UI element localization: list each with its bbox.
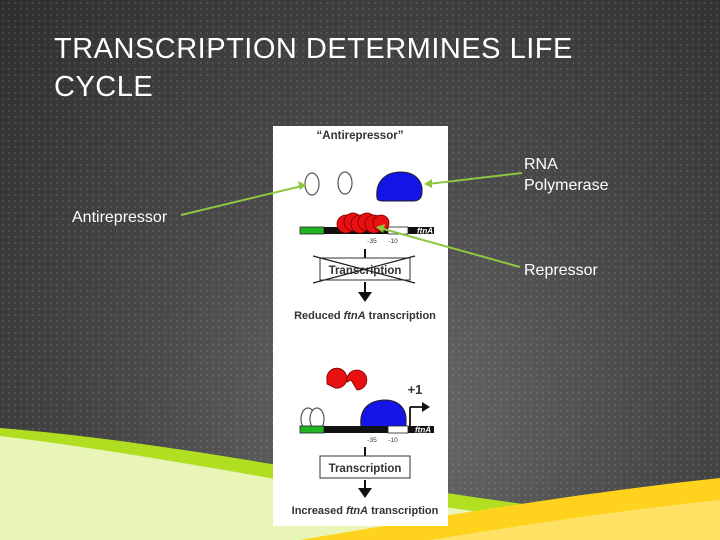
rna-polymerase-top <box>377 172 422 201</box>
callout-rna-polymerase-line1: RNA <box>524 154 608 175</box>
minus10-top: -10 <box>388 238 398 245</box>
repressor-released-2 <box>347 370 367 390</box>
flow-arrowhead-top <box>358 292 372 302</box>
antirepressor-oval-2 <box>338 172 352 194</box>
flow-arrowhead-bottom <box>358 488 372 498</box>
repressor-top-6 <box>373 215 389 231</box>
tss-arrowhead <box>422 402 430 412</box>
plus-one-label: +1 <box>408 382 423 397</box>
dna-white-box-bottom <box>388 426 408 433</box>
rna-polymerase-bound <box>361 400 406 429</box>
antirepressor-oval-1 <box>305 173 319 195</box>
callout-rna-polymerase: RNA Polymerase <box>524 154 608 196</box>
repressor-released-1 <box>327 368 347 388</box>
callout-repressor: Repressor <box>524 260 598 281</box>
reduced-caption: Reduced ftnA transcription <box>294 310 436 322</box>
callout-rna-polymerase-line2: Polymerase <box>524 175 608 196</box>
promoter-green-top <box>300 227 324 234</box>
callout-antirepressor: Antirepressor <box>72 207 167 228</box>
minus35-top: -35 <box>367 238 377 245</box>
minus35-bottom: -35 <box>367 437 377 444</box>
dna-white-box-top <box>388 227 408 234</box>
transcription-crossed-label: Transcription <box>329 265 402 277</box>
promoter-green-bottom <box>300 426 324 433</box>
gene-label-top: ftnA <box>417 227 433 236</box>
slide-title: TRANSCRIPTION DETERMINES LIFE CYCLE <box>54 30 654 106</box>
transcription-diagram: “Antirepressor” ftnA -35 -10 Transcripti… <box>273 126 448 526</box>
figure-panel: “Antirepressor” ftnA -35 -10 Transcripti… <box>273 126 448 526</box>
figure-top-title: “Antirepressor” <box>317 130 404 142</box>
increased-caption: Increased ftnA transcription <box>292 505 439 517</box>
transcription-active-label: Transcription <box>329 463 402 475</box>
minus10-bottom: -10 <box>388 437 398 444</box>
gene-label-bottom: ftnA <box>415 426 431 435</box>
